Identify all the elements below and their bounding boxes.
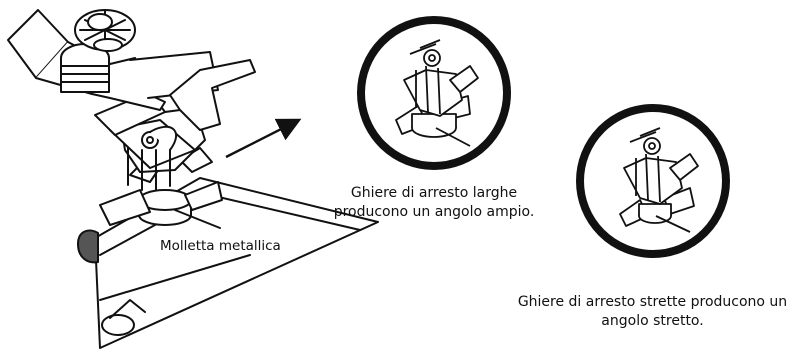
pointer-arrow	[225, 118, 302, 159]
wide-collar-caption: Ghiere di arresto larghe producono un an…	[333, 185, 535, 220]
turret	[94, 91, 206, 191]
rubber-cap	[77, 229, 99, 264]
sprinkler-illustration	[7, 9, 379, 349]
narrow-collar-caption: Ghiere di arresto strette producono un a…	[517, 294, 788, 329]
metal-clip-label: Molletta metallica	[160, 238, 281, 254]
wide-collar-detail	[357, 16, 511, 170]
spring-head	[60, 9, 136, 93]
narrow-collar-detail	[576, 104, 730, 258]
